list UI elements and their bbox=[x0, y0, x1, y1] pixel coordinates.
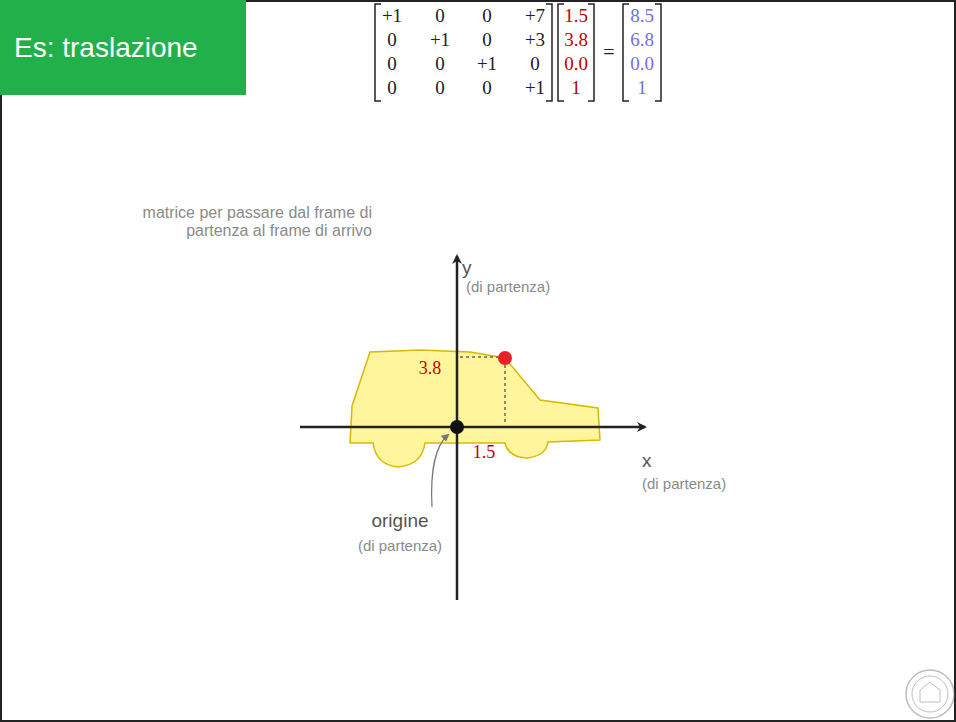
input-vector-cell: 1 bbox=[571, 77, 581, 99]
matrix-cell: +1 bbox=[430, 29, 450, 51]
x-axis bbox=[300, 426, 645, 429]
axis-note: (di partenza) bbox=[642, 475, 726, 492]
matrix-cell: 0 bbox=[387, 77, 397, 99]
slide-title: Es: traslazione bbox=[0, 0, 246, 95]
matrix-cell: 0 bbox=[482, 29, 492, 51]
equals-sign: = bbox=[603, 41, 614, 64]
axis-note: (di partenza) bbox=[358, 537, 442, 554]
university-seal bbox=[906, 670, 954, 718]
matrix-cell: 0 bbox=[387, 53, 397, 75]
coordinate-value: 3.8 bbox=[419, 358, 442, 379]
matrix-cell: 0 bbox=[387, 29, 397, 51]
matrix-cell: 0 bbox=[482, 77, 492, 99]
axis-name: y bbox=[462, 257, 472, 279]
matrix-cell: 0 bbox=[482, 5, 492, 27]
leader-line bbox=[432, 435, 448, 507]
title-banner: Es: traslazione bbox=[0, 0, 246, 95]
guide-line bbox=[460, 357, 498, 358]
guide-line bbox=[505, 365, 506, 424]
output-vector-cell: 6.8 bbox=[630, 29, 654, 51]
matrix-cell: 0 bbox=[435, 53, 445, 75]
matrix-cell: +1 bbox=[382, 5, 402, 27]
axis-note: (di partenza) bbox=[466, 278, 550, 295]
matrix-cell: +3 bbox=[525, 29, 545, 51]
matrix-cell: 0 bbox=[530, 53, 540, 75]
matrix-caption: matrice per passare dal frame di partenz… bbox=[122, 204, 372, 241]
origin-marker bbox=[450, 420, 464, 434]
point-marker bbox=[498, 351, 512, 365]
matrix-cell: +1 bbox=[477, 53, 497, 75]
car-shape bbox=[350, 350, 600, 467]
matrix-cell: 0 bbox=[435, 5, 445, 27]
output-vector-cell: 0.0 bbox=[630, 53, 654, 75]
input-vector-cell: 1.5 bbox=[564, 5, 588, 27]
matrix-cell: +1 bbox=[525, 77, 545, 99]
input-vector-cell: 3.8 bbox=[564, 29, 588, 51]
matrix-cell: 0 bbox=[435, 77, 445, 99]
matrix-cell: +7 bbox=[525, 5, 545, 27]
output-vector-cell: 8.5 bbox=[630, 5, 654, 27]
matrix-brackets bbox=[375, 4, 661, 101]
axis-name: x bbox=[642, 450, 652, 472]
input-vector-cell: 0.0 bbox=[564, 53, 588, 75]
origin-label: origine bbox=[371, 510, 428, 532]
output-vector-cell: 1 bbox=[637, 77, 647, 99]
coordinate-value: 1.5 bbox=[473, 442, 496, 463]
